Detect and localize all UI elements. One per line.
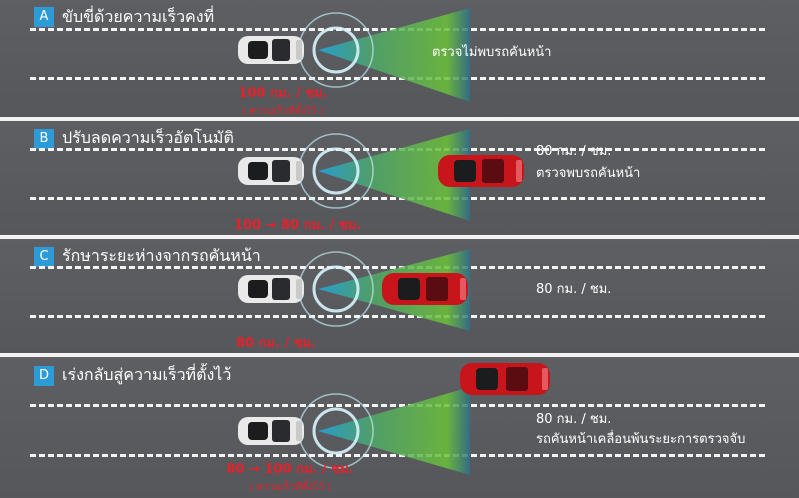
panel-title: ปรับลดความเร็วอัตโนมัติ bbox=[62, 128, 234, 147]
radar-scene bbox=[238, 129, 524, 221]
speed-sub: ( ความเร็วที่ตั้งไว้ ) bbox=[242, 106, 324, 117]
panel-badge: B bbox=[34, 129, 54, 149]
lane-line-bottom bbox=[30, 454, 765, 457]
panel-d: D เร่งกลับสู่ความเร็วที่ตั้งไว้ 80 กม. /… bbox=[0, 357, 799, 498]
lane-line-bottom bbox=[30, 77, 765, 80]
lead-car bbox=[438, 155, 524, 187]
own-car bbox=[238, 275, 304, 303]
speed-sub: ( ความเร็วที่ตั้งไว้ ) bbox=[249, 482, 331, 493]
panel-b: B ปรับลดความเร็วอัตโนมัติ 80 กม. / ชม. ต… bbox=[0, 121, 799, 235]
panel-badge: A bbox=[34, 7, 54, 27]
radar-ring-inner bbox=[312, 147, 360, 195]
panel-title: ขับขี่ด้วยความเร็วคงที่ bbox=[62, 7, 215, 26]
lane-line-bottom bbox=[30, 315, 765, 318]
radar-ring-inner bbox=[312, 265, 360, 313]
radar-scene bbox=[238, 249, 470, 331]
speed-value: 80 → 100 กม. / ชม. bbox=[226, 462, 354, 477]
lead-car bbox=[460, 363, 550, 395]
panel-badge: C bbox=[34, 247, 54, 267]
lane-line-top bbox=[30, 404, 765, 407]
radar-scene bbox=[238, 363, 550, 475]
speed-value: 100 กม. / ชม. bbox=[238, 86, 328, 101]
status-note: 80 กม. / ชม. bbox=[536, 144, 612, 159]
status-note: 80 กม. / ชม. bbox=[536, 282, 612, 297]
speed-label: 80 กม. / ชม. bbox=[236, 332, 316, 353]
radar-beam bbox=[318, 387, 470, 475]
status-note: รถคันหน้าเคลื่อนพ้นระยะการตรวจจับ bbox=[536, 432, 746, 447]
panel-divider bbox=[0, 117, 799, 121]
own-car bbox=[238, 36, 304, 64]
own-car bbox=[238, 417, 304, 445]
speed-label: 100 กม. / ชม. ( ความเร็วที่ตั้งไว้ ) bbox=[228, 82, 338, 117]
panel-title: เร่งกลับสู่ความเร็วที่ตั้งไว้ bbox=[62, 365, 232, 384]
speed-label: 80 → 100 กม. / ชม. ( ความเร็วที่ตั้งไว้ … bbox=[226, 458, 354, 495]
panel-badge: D bbox=[34, 366, 54, 386]
lane-line-bottom bbox=[30, 197, 765, 200]
status-note: 80 กม. / ชม. bbox=[536, 412, 612, 427]
radar-ring-inner bbox=[312, 26, 360, 74]
speed-value: 100 → 80 กม. / ชม. bbox=[234, 218, 362, 233]
own-car bbox=[238, 157, 304, 185]
status-note: ตรวจพบรถคันหน้า bbox=[536, 166, 641, 181]
radar-ring-inner bbox=[312, 407, 360, 455]
radar-beam bbox=[318, 8, 470, 102]
panel-divider bbox=[0, 235, 799, 239]
radar-beam bbox=[318, 129, 470, 221]
panel-divider bbox=[0, 353, 799, 357]
speed-value: 80 กม. / ชม. bbox=[236, 336, 317, 351]
lane-line-top bbox=[30, 266, 765, 269]
status-note: ตรวจไม่พบรถคันหน้า bbox=[432, 45, 552, 60]
lead-car bbox=[382, 273, 468, 305]
radar-scene bbox=[238, 8, 470, 102]
panel-c: C รักษาระยะห่างจากรถคันหน้า 80 กม. / ชม. bbox=[0, 239, 799, 353]
panel-a: A ขับขี่ด้วยความเร็วคงที่ ตรวจไม่พบรถคัน… bbox=[0, 0, 799, 117]
speed-label: 100 → 80 กม. / ชม. bbox=[234, 214, 361, 235]
panel-title: รักษาระยะห่างจากรถคันหน้า bbox=[62, 246, 261, 265]
